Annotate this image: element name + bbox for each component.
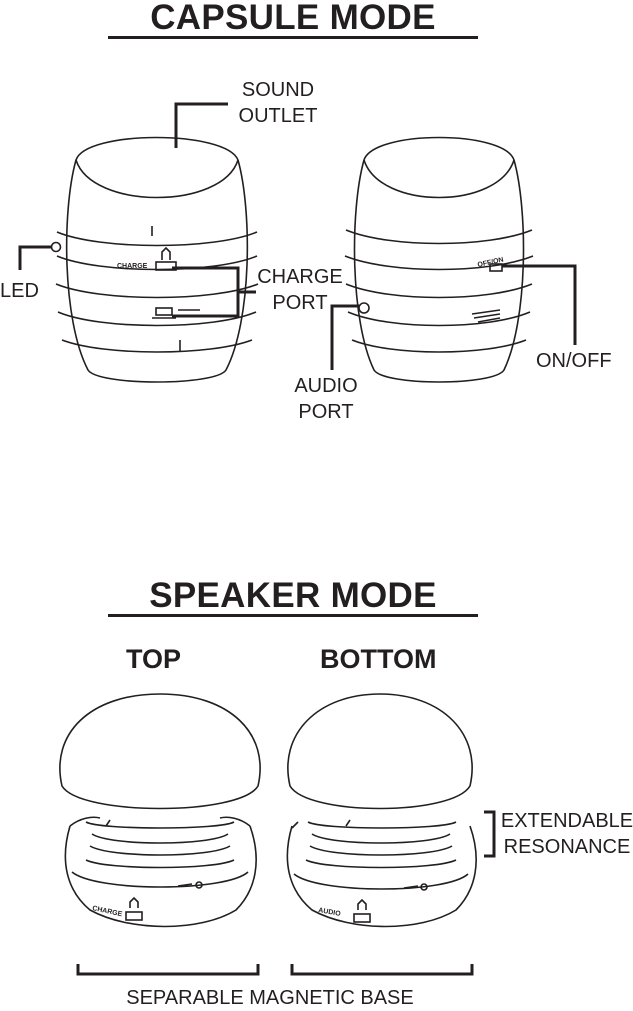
capsule-mode-title: CAPSULE MODE (150, 0, 436, 37)
separable-magnetic-base-label: SEPARABLE MAGNETIC BASE (126, 987, 414, 1009)
charge-marking: CHARGE (117, 263, 148, 270)
speaker-top-view: CHARGE (59, 693, 261, 928)
sound-outlet-leader (174, 102, 228, 148)
bottom-base-bracket (290, 964, 474, 976)
capsule-front-speaker: CHARGE (50, 136, 259, 383)
top-charge-marking: CHARGE (92, 905, 123, 918)
led-indicator (50, 241, 62, 253)
top-view-label: TOP (126, 644, 182, 674)
top-base-bracket (76, 964, 260, 976)
speaker-bottom-view: AUDIO (286, 693, 477, 928)
bottom-view-label: BOTTOM (320, 644, 437, 674)
led-leader (18, 245, 51, 270)
on-off-label: ON/OFF (536, 350, 612, 372)
audio-jack (358, 302, 370, 314)
audio-port-leader (330, 304, 359, 370)
extendable-resonance-bracket (484, 810, 496, 858)
capsule-title-rule (108, 36, 478, 39)
led-label: LED (0, 280, 39, 302)
on-off-leader (502, 264, 577, 345)
capsule-back-speaker: OFF/ON (344, 136, 534, 383)
bottom-audio-marking: AUDIO (318, 907, 342, 918)
speaker-mode-title: SPEAKER MODE (149, 576, 437, 615)
speaker-title-rule (108, 614, 478, 617)
